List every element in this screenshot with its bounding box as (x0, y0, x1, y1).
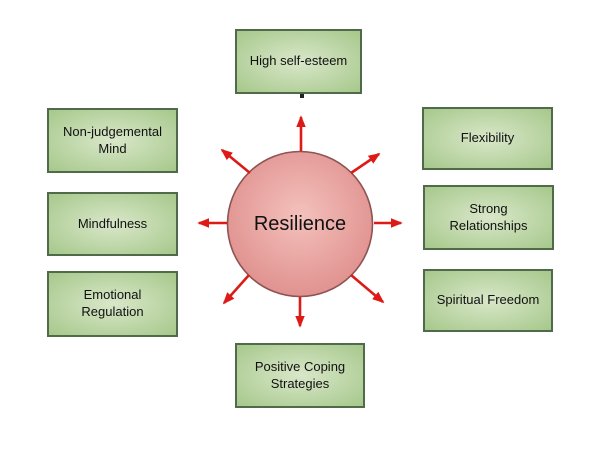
connector-dot (300, 94, 304, 98)
node-label: High self-esteem (249, 53, 348, 69)
arrow-up-left-icon (220, 148, 251, 175)
node-flexibility: Flexibility (422, 107, 553, 170)
node-label: Flexibility (460, 130, 515, 146)
node-emotional-regulation: Emotional Regulation (47, 271, 178, 337)
node-spiritual-freedom: Spiritual Freedom (423, 269, 553, 332)
node-high-self-esteem: High self-esteem (235, 29, 362, 94)
node-label: Mindfulness (77, 215, 148, 231)
arrow-down-right-icon (350, 274, 385, 304)
node-mindfulness: Mindfulness (47, 192, 178, 256)
node-label: Positive Coping Strategies (254, 358, 346, 391)
node-label: Emotional Regulation (81, 287, 144, 319)
node-label: Non-judgemental Mind (62, 123, 162, 156)
node-label: Strong Relationships (449, 200, 528, 233)
node-strong-relationships: Strong Relationships (423, 185, 554, 250)
resilience-circle (226, 150, 374, 298)
arrow-up-right-icon (350, 152, 381, 175)
arrow-down-left-icon (222, 274, 250, 305)
node-label: Spiritual Freedom (436, 292, 540, 308)
node-positive-coping-strategies: Positive Coping Strategies (235, 343, 365, 408)
node-non-judgemental-mind: Non-judgemental Mind (47, 108, 178, 173)
